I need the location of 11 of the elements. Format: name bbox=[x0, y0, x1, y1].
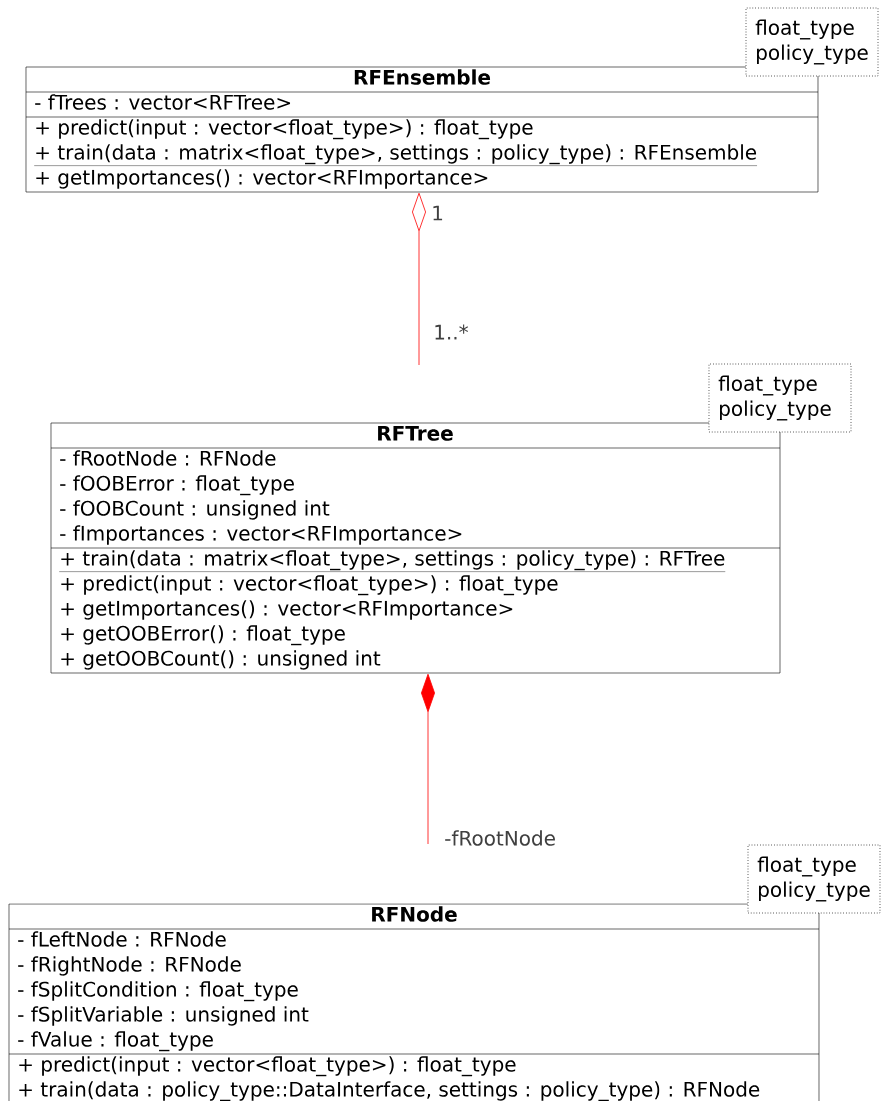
template-parameter-box: float_type policy_type bbox=[708, 363, 852, 433]
class-box: RFTree - fRootNode : RFNode - fOOBError : float_type - fOOBCount : unsigned int - fImportances : vector<RFImportance> + train(data : matrix<float_type>, settings : policy_type) : RFTree + predict(input : vector<float_type>) : float_type + getImportances() : vector<RFImportance> + getOOBError() : float_type + getOOBCount() : unsigned int bbox=[50, 422, 781, 674]
multiplicity-label: 1 bbox=[433, 205, 443, 221]
template-parameter-box: float_type policy_type bbox=[745, 7, 879, 77]
template-parameter-box: float_type policy_type bbox=[747, 844, 881, 914]
aggregation-line bbox=[412, 192, 426, 366]
class-box: RFNode - fLeftNode : RFNode - fRightNode : RFNode - fSplitCondition : float_type - fSplitVariable : unsigned int - fValue : float_type + predict(input : vector<float_type>) : float_type + train(data : policy_type::DataInterface, settings : policy_type) : RFNode bbox=[8, 903, 820, 1101]
aggregation-line bbox=[421, 673, 435, 845]
multiplicity-label: -fRootNode bbox=[443, 829, 557, 847]
class-box: RFEnsemble - fTrees : vector<RFTree> + predict(input : vector<float_type>) : float_type + train(data : matrix<float_type>, settings : policy_type) : RFEnsemble + getImportances() : vector<RFImportance> bbox=[25, 66, 819, 193]
multiplicity-label: 1..* bbox=[432, 323, 470, 341]
